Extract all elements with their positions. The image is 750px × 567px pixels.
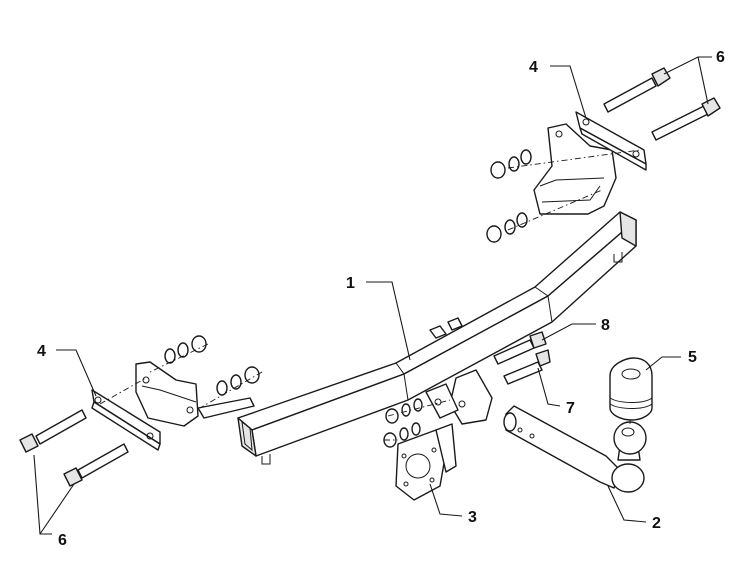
callout-bolt-8: 8: [601, 317, 610, 334]
nuts-washers-left-upper: [164, 335, 207, 364]
assembly-axis-lines: [99, 149, 641, 441]
nuts-washers-right-upper: [490, 149, 532, 179]
bolt-pair-left: [19, 409, 129, 487]
tow-ball-cover: [609, 357, 653, 421]
nuts-washers-right-lower: [486, 212, 528, 243]
tow-ball-neck: [503, 405, 647, 493]
callout-bolts-left: 6: [58, 532, 67, 549]
mounting-bracket-right: [533, 111, 647, 215]
leader-lines: [33, 56, 712, 535]
callout-bolts-right: 6: [716, 49, 725, 66]
bolt-pair-right: [603, 67, 721, 141]
bolt-8: [493, 331, 547, 365]
towbar-crossbeam: [237, 211, 637, 465]
callout-bracket-left: 4: [37, 343, 46, 360]
nuts-washers-left-lower: [216, 366, 260, 396]
callout-labels: 1 2 3 4 4 5 6 6 7 8: [37, 49, 725, 549]
socket-plate: [395, 423, 457, 501]
bolt-7: [503, 349, 551, 385]
callout-bracket-right: 4: [529, 59, 538, 76]
callout-tow-ball: 2: [652, 515, 661, 532]
callout-socket-plate: 3: [468, 509, 477, 526]
mounting-bracket-left: [91, 361, 255, 451]
center-ball-mount: [425, 369, 493, 425]
callout-ball-cover: 5: [688, 349, 697, 366]
callout-bolt-7: 7: [566, 400, 575, 417]
callout-frame: 1: [346, 275, 355, 292]
